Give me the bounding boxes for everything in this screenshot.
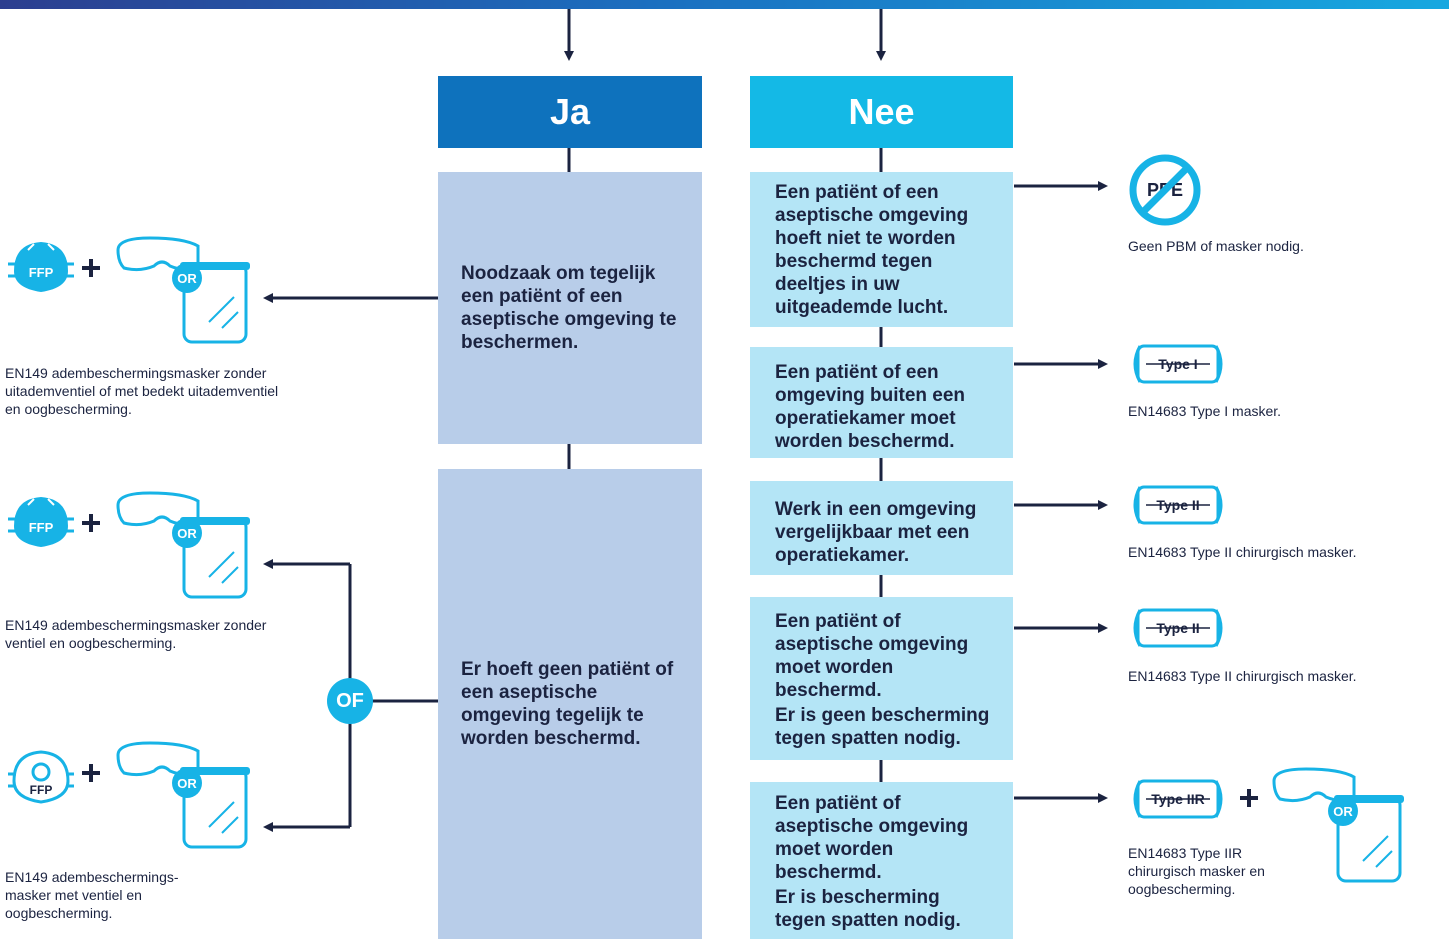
goggles-faceshield-icon: OR: [116, 491, 250, 599]
svg-text:Type II: Type II: [1156, 497, 1199, 513]
plus-icon: [82, 764, 100, 782]
surgical-mask-icon: Type I: [1133, 344, 1223, 384]
svg-text:Type II: Type II: [1156, 620, 1199, 636]
surgical-mask-icon: Type IIR: [1133, 779, 1223, 819]
plus-icon: [82, 514, 100, 532]
left-outcome-2-label: EN149 adembeschermingsmasker zonder vent…: [5, 617, 267, 651]
ja-box-1-text: Noodzaak om tegelijk een patiënt of een …: [461, 263, 677, 353]
nee-box-5: Een patiënt of aseptische omgeving moet …: [750, 782, 1013, 939]
nee-box-4-text2: Er is geen bescherming tegen spatten nod…: [775, 705, 990, 749]
right-outcome-4-label: EN14683 Type II chirurgisch masker.: [1128, 668, 1357, 684]
ja-box-2-text: Er hoeft geen patiënt of een aseptische …: [461, 659, 674, 749]
svg-text:OR: OR: [177, 271, 197, 286]
of-connector: OF: [327, 678, 373, 724]
svg-text:OR: OR: [1333, 804, 1353, 819]
svg-text:Type IIR: Type IIR: [1151, 791, 1204, 807]
left-outcome-1-label: EN149 adembeschermingsmasker zonder uita…: [5, 365, 279, 417]
nee-box-2-text: Een patiënt of een omgeving buiten een o…: [775, 362, 966, 452]
svg-text:Type I: Type I: [1158, 356, 1197, 372]
nee-box-1-text: Een patiënt of een aseptische omgeving h…: [775, 182, 969, 318]
ffp-mask-icon: FFP: [8, 242, 74, 292]
ffp-mask-icon: FFP: [8, 497, 74, 547]
nee-box-3: Werk in een omgeving vergelijkbaar met e…: [750, 481, 1013, 575]
right-outcome-1-label: Geen PBM of masker nodig.: [1128, 238, 1304, 254]
left-outcome-3-label: EN149 adembeschermings- masker met venti…: [5, 869, 179, 921]
nee-box-5-text: Een patiënt of aseptische omgeving moet …: [775, 793, 969, 883]
header-ja: Ja: [438, 76, 702, 148]
no-ppe-icon: PPE: [1129, 154, 1201, 226]
nee-box-4: Een patiënt of aseptische omgeving moet …: [750, 597, 1013, 760]
nee-box-5-text2: Er is bescherming tegen spatten nodig.: [775, 887, 961, 931]
plus-icon: [82, 259, 100, 277]
right-outcome-2-label: EN14683 Type I masker.: [1128, 403, 1282, 419]
goggles-faceshield-icon: OR: [116, 236, 250, 344]
goggles-faceshield-icon: OR: [1272, 767, 1404, 883]
ja-box-2: Er hoeft geen patiënt of een aseptische …: [438, 469, 702, 939]
svg-text:FFP: FFP: [29, 265, 54, 280]
ja-box-1: Noodzaak om tegelijk een patiënt of een …: [438, 172, 702, 444]
right-outcome-3-label: EN14683 Type II chirurgisch masker.: [1128, 544, 1357, 560]
svg-text:FFP: FFP: [30, 783, 53, 797]
ffp-mask-valve-icon: FFP: [8, 750, 74, 804]
surgical-mask-icon: Type II: [1133, 608, 1223, 648]
nee-box-3-text: Werk in een omgeving vergelijkbaar met e…: [775, 499, 977, 566]
nee-box-2: Een patiënt of een omgeving buiten een o…: [750, 347, 1013, 458]
goggles-faceshield-icon: OR: [116, 741, 250, 849]
svg-text:FFP: FFP: [29, 520, 54, 535]
header-nee: Nee: [750, 76, 1013, 148]
surgical-mask-icon: Type II: [1133, 485, 1223, 525]
nee-box-1: Een patiënt of een aseptische omgeving h…: [750, 172, 1013, 327]
nee-box-4-text: Een patiënt of aseptische omgeving moet …: [775, 611, 969, 701]
svg-text:OR: OR: [177, 776, 197, 791]
svg-text:OR: OR: [177, 526, 197, 541]
top-gradient-bar: [0, 0, 1449, 9]
plus-icon: [1240, 789, 1258, 807]
right-outcome-5-label: EN14683 Type IIR chirurgisch masker en o…: [1128, 845, 1265, 897]
